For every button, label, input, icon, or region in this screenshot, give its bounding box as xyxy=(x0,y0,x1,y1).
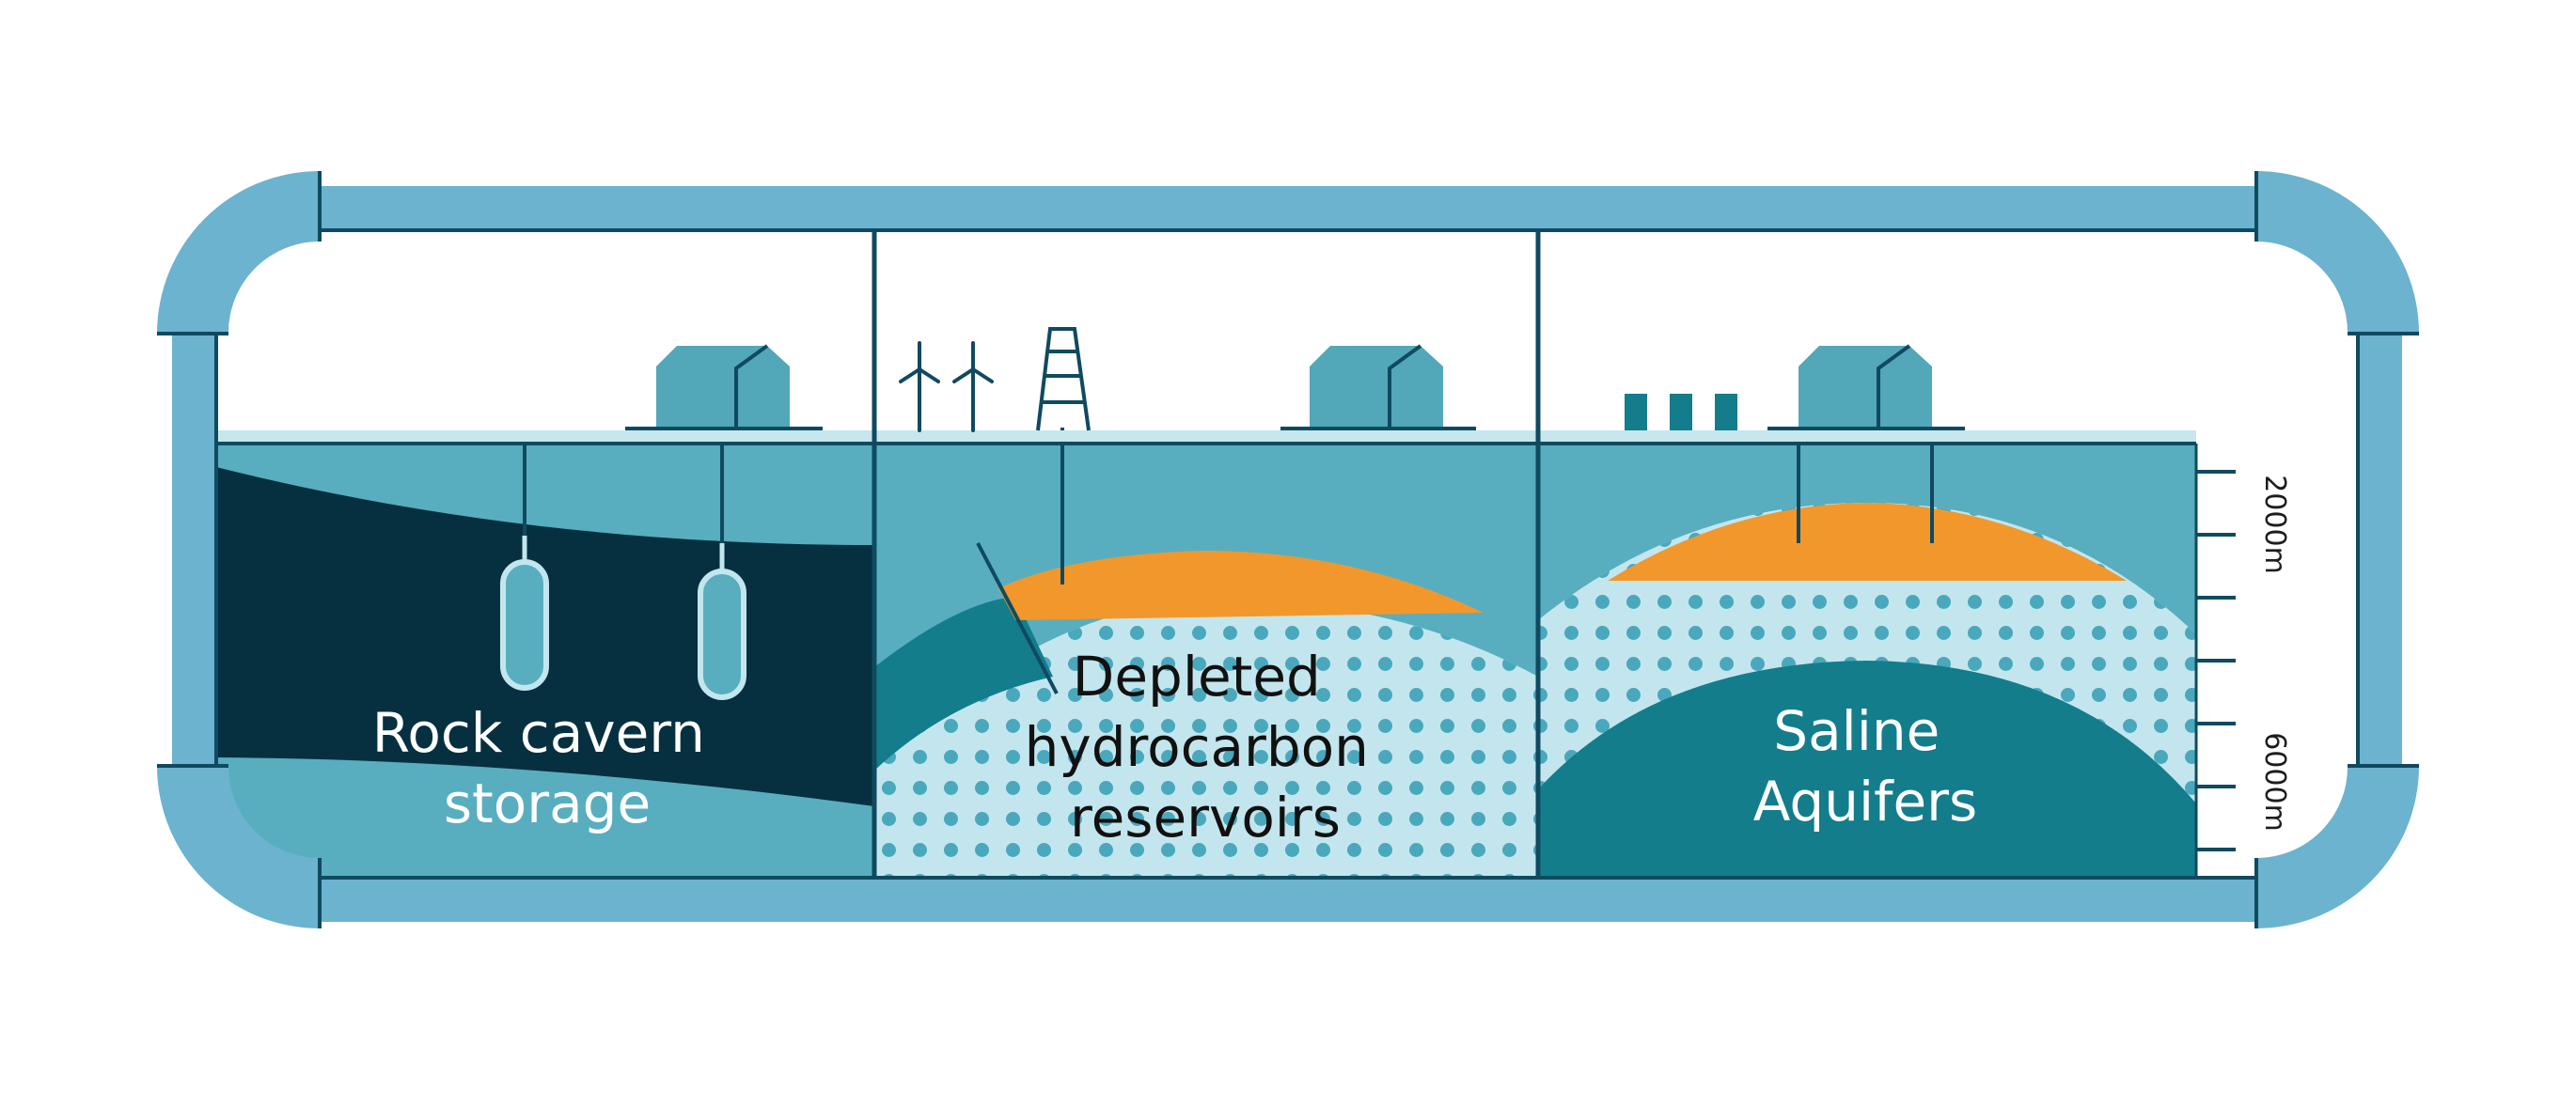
stored-gas-cap xyxy=(998,551,1484,620)
panel-rock-cavern: Rock cavern storage xyxy=(216,444,874,878)
ground-surface xyxy=(216,430,2196,444)
depth-label-2000m: 2000m xyxy=(2258,475,2291,574)
pipe-elbow-bottom-right xyxy=(2256,766,2419,928)
facility-building-2 xyxy=(1280,344,1476,430)
pipe-elbow-bottom-left xyxy=(157,766,320,928)
storage-tank-1 xyxy=(500,559,549,691)
depth-label-6000m: 6000m xyxy=(2258,732,2291,832)
saline-layer xyxy=(1538,661,2196,878)
panel-saline-aquifers: Saline Aquifers xyxy=(1538,428,2196,878)
wind-turbine-icon xyxy=(952,341,994,432)
surface-tank-icon xyxy=(1625,394,1647,430)
label-rock-cavern: Rock cavern storage xyxy=(372,701,723,835)
facility-building-1 xyxy=(625,344,823,430)
pipe-frame xyxy=(157,171,2419,928)
fault-line xyxy=(976,542,1059,694)
surface-tank-icon xyxy=(1670,394,1692,430)
storage-tank-2 xyxy=(698,569,746,700)
panel-depleted-reservoirs: Depleted hydrocarbon reservoirs xyxy=(874,428,1538,878)
label-depleted-reservoirs: Depleted hydrocarbon reservoirs xyxy=(1025,645,1387,850)
facility-building-3 xyxy=(1767,344,1965,430)
deep-layer-arc xyxy=(874,597,1053,771)
label-saline-aquifers: Saline Aquifers xyxy=(1753,699,1978,834)
drilling-rig-icon xyxy=(1036,327,1091,431)
depth-scale: 2000m 6000m xyxy=(2194,444,2291,878)
pipe-elbow-top-left xyxy=(157,171,320,334)
pipe-elbow-top-right xyxy=(2256,171,2419,334)
surface-tank-icon xyxy=(1715,394,1737,430)
stored-gas-cap xyxy=(1608,503,2127,581)
wind-turbine-icon xyxy=(899,341,940,432)
